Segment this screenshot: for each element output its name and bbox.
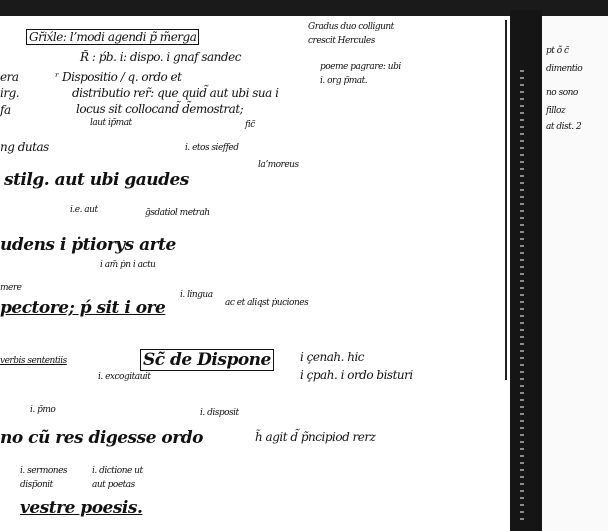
margin-rule bbox=[505, 20, 507, 380]
text-line: R̃ : ṕb. i: dispo. i gnaf sandec bbox=[80, 50, 241, 64]
gloss: i. org p̃mat. bbox=[320, 76, 368, 86]
margin-note: ng dutas bbox=[0, 140, 49, 154]
gloss: i. p̃mo bbox=[30, 405, 56, 415]
text-line: Gr̆ix́le: lʼmodi agendi p̃ m̃erga bbox=[26, 29, 200, 45]
margin-note: era bbox=[0, 70, 19, 84]
margin-note: irg. bbox=[0, 86, 20, 100]
gloss: i am̃ ṗn i actu bbox=[100, 260, 156, 270]
gloss: ac et aliqst ṗuciones bbox=[225, 298, 309, 308]
text-line: Sc̃ de Dispone bbox=[140, 349, 274, 371]
gloss: aut poetas bbox=[92, 480, 135, 490]
text-line: ʳ Dispositio / q. ordo et bbox=[55, 70, 182, 84]
gloss: fic̃ bbox=[245, 120, 255, 130]
gloss: i. etos sieffed bbox=[185, 143, 239, 153]
facing-page: pt õ c̃ dimentio no sono filloz at dist… bbox=[542, 16, 608, 531]
margin-note: fa bbox=[0, 103, 11, 117]
text-line: vestre poesis. bbox=[20, 498, 143, 518]
text-line: locus sit collocand̃ d̃emostrat; bbox=[76, 102, 244, 116]
text-line: stilg. aut ubi gaudes bbox=[4, 170, 189, 190]
gloss: Gradus duo colligunt bbox=[308, 22, 394, 32]
book-spine bbox=[510, 10, 542, 531]
gloss: i. dictione ut bbox=[92, 466, 143, 476]
facing-text: dimentio bbox=[546, 64, 583, 74]
text-line: udens i ṗtiorys arte bbox=[0, 235, 176, 255]
text-line: h̃ agit d̃ p̃ncipiod rerz bbox=[255, 430, 376, 444]
gloss: g̃sdatiol metrah bbox=[145, 208, 210, 218]
gloss: i. lingua bbox=[180, 290, 213, 300]
gloss: poeme pagrare: ubi bbox=[320, 62, 401, 72]
gloss: i. disposit bbox=[200, 408, 239, 418]
gloss: laʼmoreus bbox=[258, 160, 299, 170]
facing-text: at dist. 2 bbox=[546, 122, 582, 132]
facing-text: no sono bbox=[546, 88, 578, 98]
gloss: verbis sententiis bbox=[0, 356, 67, 366]
text-line: pectore; ṕ sit i ore bbox=[0, 298, 166, 318]
gloss: crescit Hercules bbox=[308, 36, 375, 46]
gloss: laut ip̃mat bbox=[90, 118, 132, 128]
text-line: i çenah. hic bbox=[300, 350, 365, 364]
text-line: distributio rer̃: que quid̃ aut ubi sua … bbox=[72, 86, 279, 100]
gloss: disp̃onit bbox=[20, 480, 53, 490]
gloss: i. excogitauit bbox=[98, 372, 151, 382]
gloss: i. sermones bbox=[20, 466, 68, 476]
margin-note: mere bbox=[0, 283, 22, 293]
facing-text: filloz bbox=[546, 106, 566, 116]
gloss: i.e. aut bbox=[70, 205, 98, 215]
text-line: i çpah. i ordo bisturi bbox=[300, 368, 413, 382]
page-top-edge bbox=[0, 0, 608, 16]
facing-text: pt õ c̃ bbox=[546, 46, 569, 56]
text-line: no cũ res digesse ordo bbox=[0, 428, 203, 448]
